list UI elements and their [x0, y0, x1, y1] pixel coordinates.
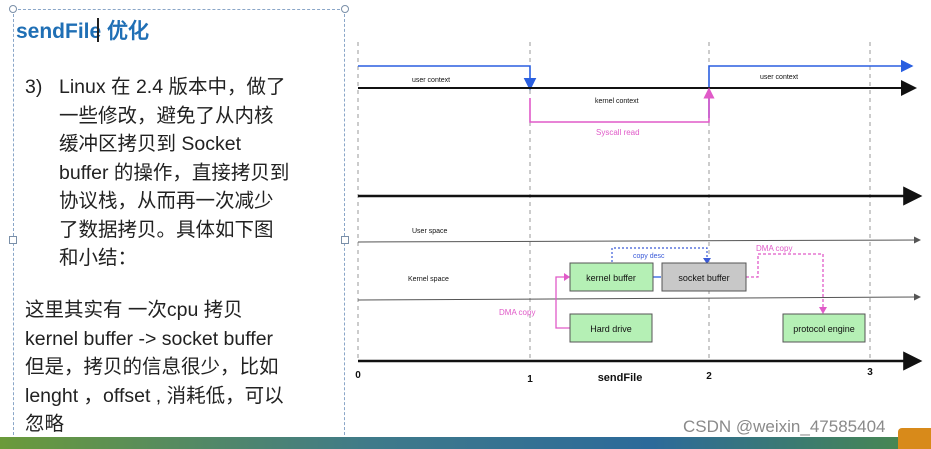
copy-desc-arrow	[611, 247, 708, 262]
user-context-right-label: user context	[760, 74, 798, 81]
dma-copy-left-arrow	[555, 276, 571, 329]
tick-0: 0	[355, 370, 361, 381]
resize-handle-left[interactable]	[9, 236, 17, 244]
socket-buffer-label: socket buffer	[678, 273, 729, 283]
paragraph-line: 缓冲区拷贝到 Socket	[59, 133, 242, 155]
copy-desc-label: copy desc	[633, 253, 665, 260]
corner-logo-icon	[898, 428, 931, 449]
user-space-line	[357, 236, 921, 244]
hard-drive-label: Hard drive	[590, 324, 632, 334]
paragraph-line: 一些修改，避免了从内核	[59, 104, 274, 127]
summary-line: 这里其实有 一次cpu 拷贝	[25, 299, 243, 321]
kernel-context-label: kernel context	[595, 98, 639, 105]
resize-handle-right[interactable]	[341, 236, 349, 244]
protocol-engine-label: protocol engine	[793, 324, 855, 334]
resize-handle-top-right[interactable]	[341, 5, 349, 13]
paragraph-line: Linux 在 2.4 版本中，做了	[59, 76, 286, 98]
paragraph-line: 和小结：	[59, 247, 138, 269]
kernel-buffer-label: kernel buffer	[586, 273, 636, 283]
paragraph-number: 3)	[25, 76, 43, 98]
paragraph-3: 3) Linux 在 2.4 版本中，做了一些修改，避免了从内核缓冲区拷贝到 S…	[25, 73, 335, 273]
protocol-engine-box: protocol engine	[782, 313, 866, 343]
summary-line: lenght ，offset , 消耗低，可以	[25, 384, 284, 407]
resize-handle-top-left[interactable]	[9, 5, 17, 13]
dma-copy-right-arrow	[746, 253, 824, 311]
axis-label-sendfile: sendFile	[598, 372, 643, 384]
tick-1: 1	[527, 374, 533, 385]
slide-title: sendFile 优化	[16, 20, 150, 43]
summary-line: 忽略	[25, 413, 65, 435]
user-space-label: User space	[412, 228, 448, 235]
kernel-space-line	[357, 293, 921, 301]
slide-footer-strip	[0, 437, 931, 449]
dma-copy-right-label: DMA copy	[756, 244, 792, 253]
paragraph-line: buffer 的操作，直接拷贝到	[59, 161, 290, 184]
summary-line: kernel buffer -> socket buffer	[25, 327, 274, 350]
text-cursor	[97, 18, 99, 42]
paragraph-body: Linux 在 2.4 版本中，做了一些修改，避免了从内核缓冲区拷贝到 Sock…	[59, 73, 335, 273]
watermark: CSDN @weixin_47585404	[683, 417, 886, 436]
time-grid-lines	[357, 42, 871, 362]
tick-2: 2	[706, 371, 712, 382]
syscall-read-line	[529, 90, 710, 123]
tick-3: 3	[867, 367, 873, 378]
summary-line: 但是，拷贝的信息很少，比如	[25, 356, 279, 378]
paragraph-line: 协议栈，从而再一次减少	[59, 190, 274, 212]
dma-copy-left-label: DMA copy	[499, 308, 535, 317]
kernel-buffer-box: kernel buffer	[569, 262, 654, 292]
socket-buffer-box: socket buffer	[661, 262, 747, 292]
syscall-read-label: Syscall read	[596, 128, 640, 137]
summary-note: 这里其实有 一次cpu 拷贝 kernel buffer -> socket bu…	[25, 296, 345, 439]
paragraph-line: 了数据拷贝。具体如下图	[59, 218, 274, 241]
kernel-space-label: Kernel space	[408, 276, 449, 283]
user-context-left-label: user context	[412, 77, 450, 84]
hard-drive-box: Hard drive	[569, 313, 653, 343]
